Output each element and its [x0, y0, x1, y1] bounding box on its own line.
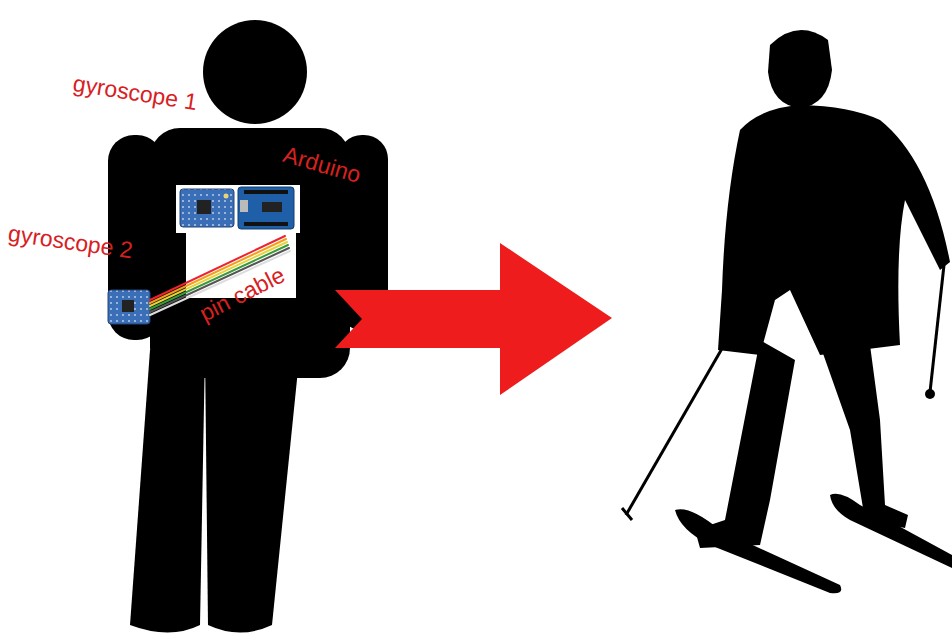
arduino-board [238, 187, 294, 229]
part-label: gyroscope 1 [71, 72, 198, 114]
arrow [335, 243, 612, 395]
gyroscope-board [180, 189, 234, 227]
mount-plate [176, 185, 300, 233]
skier-silhouette [675, 30, 952, 593]
ski-pole [622, 262, 944, 520]
stick-figure [108, 20, 388, 633]
gyroscope-board [108, 290, 150, 324]
ski-pole [925, 389, 935, 399]
